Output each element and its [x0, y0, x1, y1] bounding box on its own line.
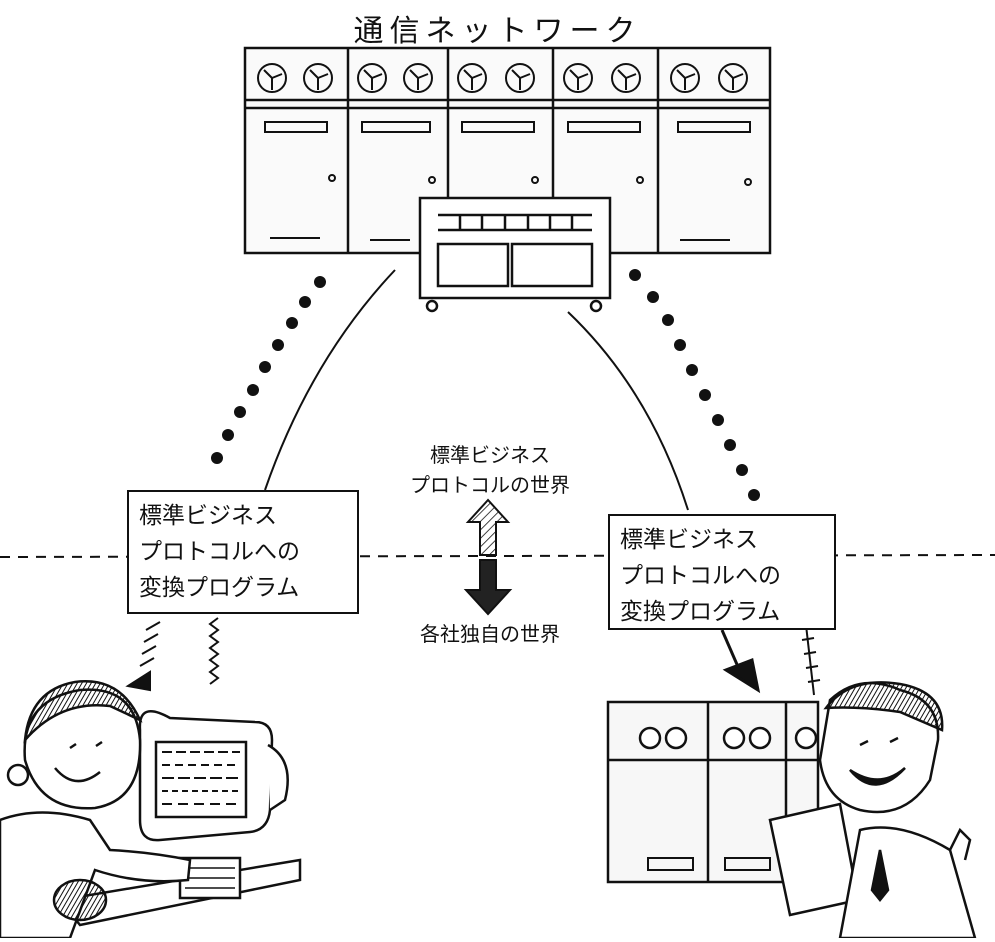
box-left-line-3: 変換プログラム — [139, 575, 300, 601]
dotted-link-right — [629, 269, 760, 501]
cabinet-details — [264, 121, 752, 241]
center-upper-line-1: 標準ビジネス — [430, 443, 550, 467]
center-upper-line-2: プロトコルの世界 — [410, 473, 570, 497]
network-title: 通信ネットワーク — [353, 14, 642, 49]
box-right-line-1: 標準ビジネス — [620, 527, 758, 553]
proprietary-world-label: 各社独自の世界 — [420, 622, 560, 646]
box-right-line-2: プロトコルへの — [620, 563, 781, 589]
person-at-computer — [0, 680, 302, 940]
two-way-arrow — [463, 498, 513, 616]
company-machine — [606, 700, 820, 884]
network-mainframe — [243, 46, 772, 313]
network-console — [418, 196, 612, 313]
right-machine-links — [720, 624, 821, 696]
curve-link-right — [567, 311, 689, 511]
box-left-line-2: プロトコルへの — [139, 539, 300, 565]
box-right-line-3: 変換プログラム — [620, 599, 781, 625]
conversion-program-box-right: 標準ビジネス プロトコルへの 変換プログラム — [608, 514, 836, 630]
left-user-links — [125, 617, 220, 692]
standard-protocol-world-label: 標準ビジネス プロトコルの世界 — [380, 440, 600, 500]
conversion-program-box-left: 標準ビジネス プロトコルへの 変換プログラム — [127, 490, 359, 614]
box-left-line-1: 標準ビジネス — [139, 503, 277, 529]
curve-link-left — [264, 269, 396, 491]
dotted-link-left — [211, 276, 326, 464]
tape-reels — [257, 63, 748, 93]
person-with-document — [768, 681, 977, 940]
